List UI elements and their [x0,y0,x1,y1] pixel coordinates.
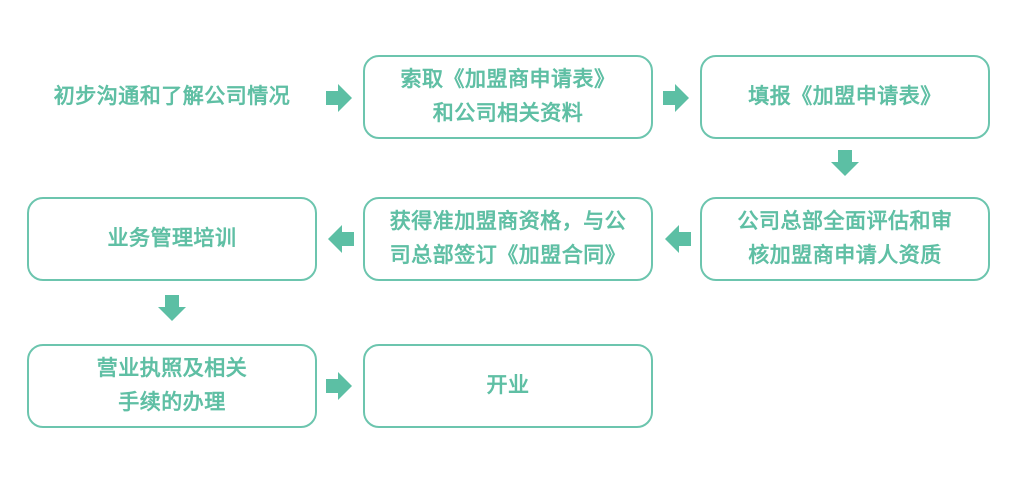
flow-node-step-3[interactable]: 填报《加盟申请表》 [700,55,990,139]
flow-node-label: 填报《加盟申请表》 [748,85,942,108]
flow-node-label: 索取《加盟商申请表》 和公司相关资料 [400,68,616,125]
arrow-step-1-to-step-2 [326,84,354,112]
arrow-head-left-icon [328,225,342,253]
arrow-tail [165,295,179,309]
arrow-tail [677,232,691,246]
arrow-step-2-to-step-3 [663,84,691,112]
flow-node-label: 初步沟通和了解公司情况 [53,85,291,108]
flow-node-step-5[interactable]: 获得准加盟商资格，与公 司总部签订《加盟合同》 [363,197,653,281]
flow-node-step-1[interactable]: 初步沟通和了解公司情况 [27,55,317,139]
arrow-head-down-icon [158,307,186,321]
arrow-step-5-to-step-6 [326,225,354,253]
flow-node-label: 开业 [486,374,530,397]
flow-node-label: 营业执照及相关 手续的办理 [96,357,248,414]
flow-node-step-4[interactable]: 公司总部全面评估和审 核加盟商申请人资质 [700,197,990,281]
arrow-head-down-icon [831,162,859,176]
arrow-step-3-to-step-4 [831,150,859,178]
arrow-step-4-to-step-5 [663,225,691,253]
flow-node-step-8[interactable]: 开业 [363,344,653,428]
flow-node-step-6[interactable]: 业务管理培训 [27,197,317,281]
arrow-step-6-to-step-7 [158,295,186,323]
flow-node-step-2[interactable]: 索取《加盟商申请表》 和公司相关资料 [363,55,653,139]
arrow-tail [838,150,852,164]
arrow-head-right-icon [338,84,352,112]
arrow-tail [663,91,677,105]
flow-node-label: 公司总部全面评估和审 核加盟商申请人资质 [737,210,953,267]
arrow-step-7-to-step-8 [326,372,354,400]
arrow-tail [340,232,354,246]
arrow-head-left-icon [665,225,679,253]
flow-node-step-7[interactable]: 营业执照及相关 手续的办理 [27,344,317,428]
arrow-tail [326,379,340,393]
arrow-head-right-icon [338,372,352,400]
arrow-head-right-icon [675,84,689,112]
arrow-tail [326,91,340,105]
flow-node-label: 业务管理培训 [107,227,237,250]
flow-node-label: 获得准加盟商资格，与公 司总部签订《加盟合同》 [389,210,627,267]
